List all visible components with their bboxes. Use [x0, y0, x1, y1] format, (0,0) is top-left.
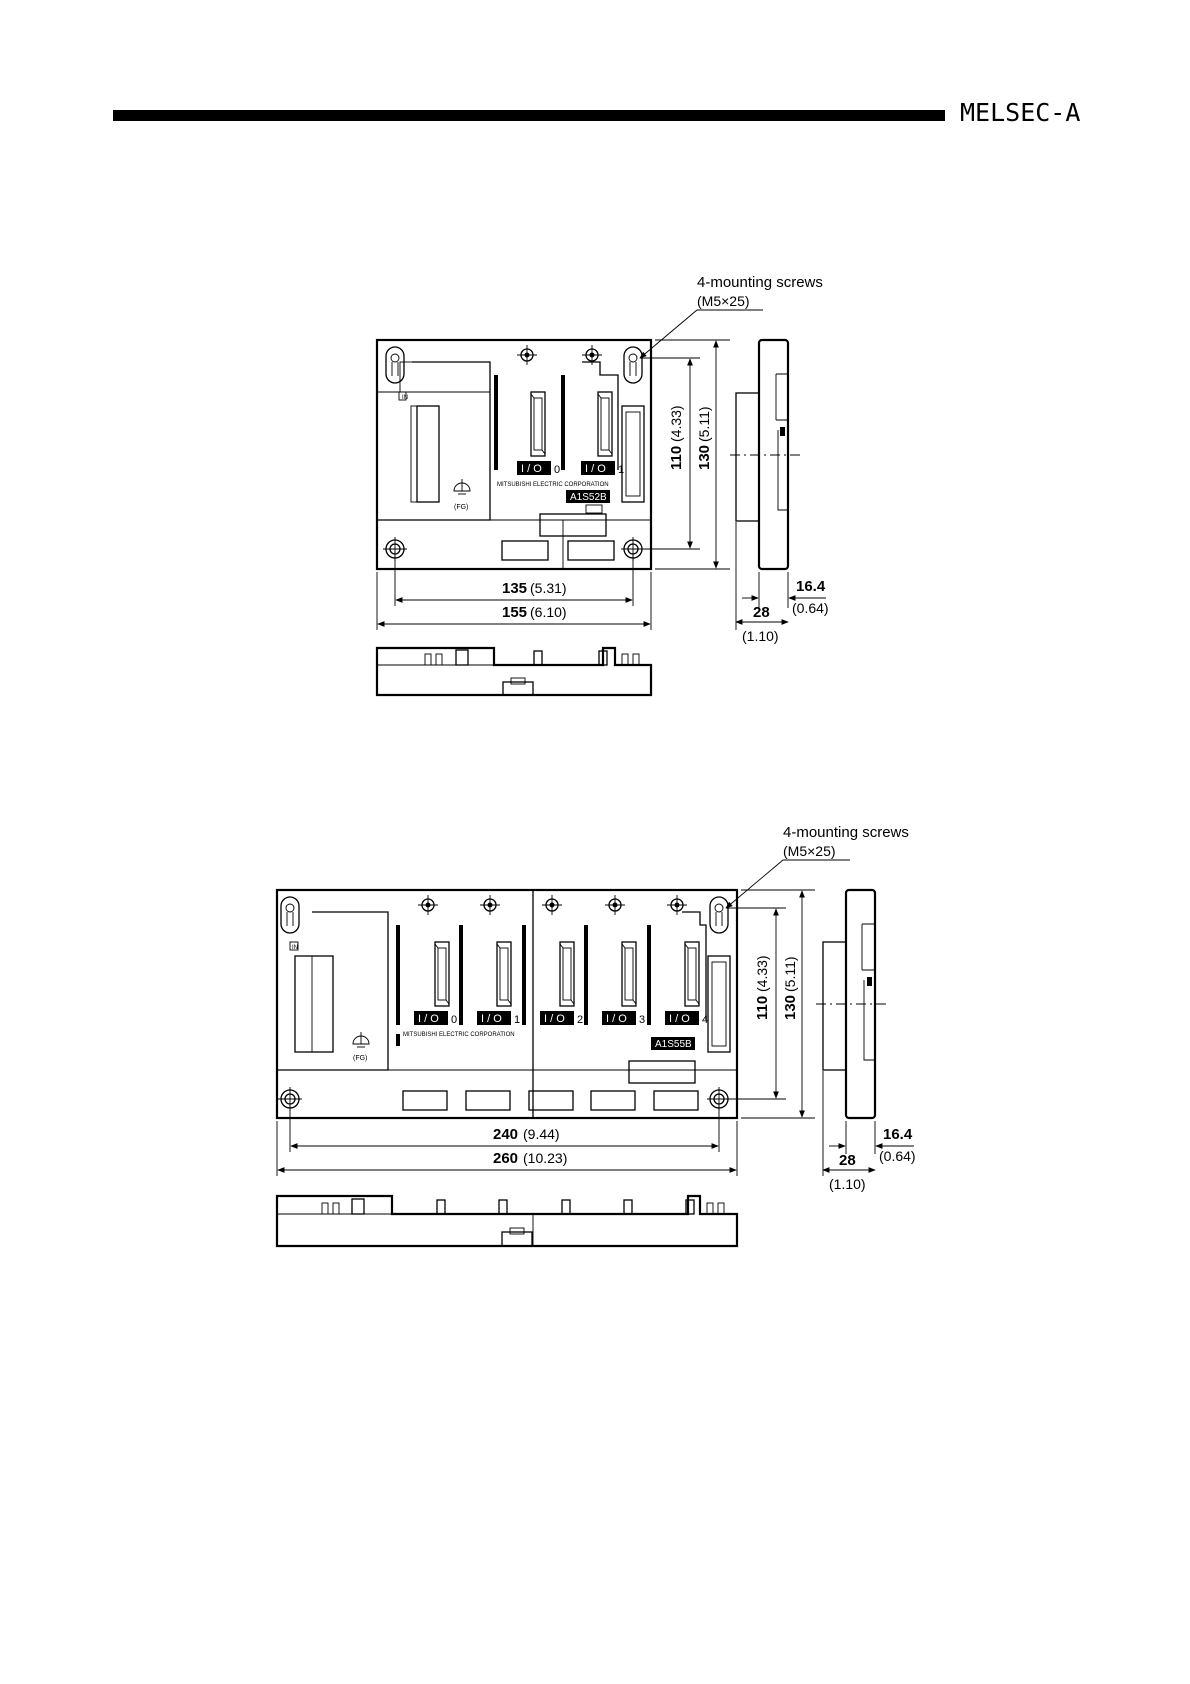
slot-badge: I / O — [544, 1013, 565, 1025]
svg-text:IN: IN — [402, 395, 408, 401]
mount-hole — [709, 896, 729, 934]
bottom-view — [275, 1194, 739, 1248]
bottom-view — [375, 646, 653, 697]
dim-outer-width-in: (10.23) — [523, 1150, 567, 1166]
model-label: A1S55B — [655, 1039, 692, 1050]
dim-inner-width: 240 — [493, 1126, 518, 1143]
corporation-label: MITSUBISHI ELECTRIC CORPORATION — [403, 1032, 515, 1038]
corporation-label: MITSUBISHI ELECTRIC CORPORATION — [497, 482, 609, 488]
mounting-label: 4-mounting screws — [783, 824, 909, 841]
slot-badge: I / O — [585, 463, 606, 475]
dim-outer-height-in: (5.11) — [782, 956, 798, 992]
slot-number-1: 1 — [618, 464, 624, 476]
mounting-label: 4-mounting screws — [697, 274, 823, 291]
dim-inner-width-in: (5.31) — [530, 580, 567, 596]
slot-number-4: 4 — [702, 1014, 708, 1026]
slot-badge: I / O — [669, 1013, 690, 1025]
slot-badge: I / O — [606, 1013, 627, 1025]
dim-depth-b: 28 — [839, 1152, 856, 1169]
dim-depth-a-in: (0.64) — [879, 1148, 916, 1164]
slot-badge: I / O — [481, 1013, 502, 1025]
dim-outer-width: 155 — [502, 604, 527, 621]
ground-icon — [453, 479, 471, 495]
fg-label: (FG) — [454, 504, 468, 511]
dim-depth-b: 28 — [753, 604, 770, 621]
dim-inner-height-in: (4.33) — [754, 955, 770, 992]
dim-outer-height-in: (5.11) — [696, 406, 712, 442]
base-outline — [275, 888, 739, 1120]
extension-connector — [621, 405, 645, 503]
svg-text:IN: IN — [292, 945, 298, 951]
header-rule — [113, 110, 945, 121]
dim-outer-height: 130 — [696, 445, 713, 470]
dim-inner-width-in: (9.44) — [523, 1126, 560, 1142]
slot-number-3: 3 — [639, 1014, 645, 1026]
model-label: A1S52B — [570, 492, 607, 503]
slot-number-0: 0 — [451, 1014, 457, 1026]
slot-number-1: 1 — [514, 1014, 520, 1026]
dim-outer-width: 260 — [493, 1150, 518, 1167]
mounting-spec: (M5×25) — [783, 843, 836, 859]
dim-inner-width: 135 — [502, 580, 527, 597]
dim-inner-height: 110 — [754, 996, 771, 1020]
dim-inner-height: 110 — [668, 446, 685, 470]
slot-badge: I / O — [521, 463, 542, 475]
mount-hole — [280, 896, 300, 934]
header-brand: MELSEC-A — [960, 98, 1081, 127]
dim-depth-a: 16.4 — [796, 578, 826, 595]
fg-label: (FG) — [353, 1055, 367, 1062]
dim-depth-a-in: (0.64) — [792, 600, 829, 616]
slot-badge: I / O — [418, 1013, 439, 1025]
base-outline — [375, 338, 653, 571]
dim-depth-a: 16.4 — [883, 1126, 913, 1143]
dim-depth-b-in: (1.10) — [829, 1176, 866, 1192]
extension-connector — [707, 955, 731, 1053]
side-view — [816, 888, 914, 1176]
slot-number-2: 2 — [577, 1014, 583, 1026]
mounting-spec: (M5×25) — [697, 293, 750, 309]
dim-outer-height: 130 — [782, 995, 799, 1020]
dim-depth-b-in: (1.10) — [742, 628, 779, 644]
slot-number-0: 0 — [554, 464, 560, 476]
dim-outer-width-in: (6.10) — [530, 604, 567, 620]
dim-inner-height-in: (4.33) — [668, 405, 684, 442]
power-connector — [294, 955, 334, 1053]
side-view — [730, 338, 826, 630]
ground-icon — [352, 1032, 370, 1048]
